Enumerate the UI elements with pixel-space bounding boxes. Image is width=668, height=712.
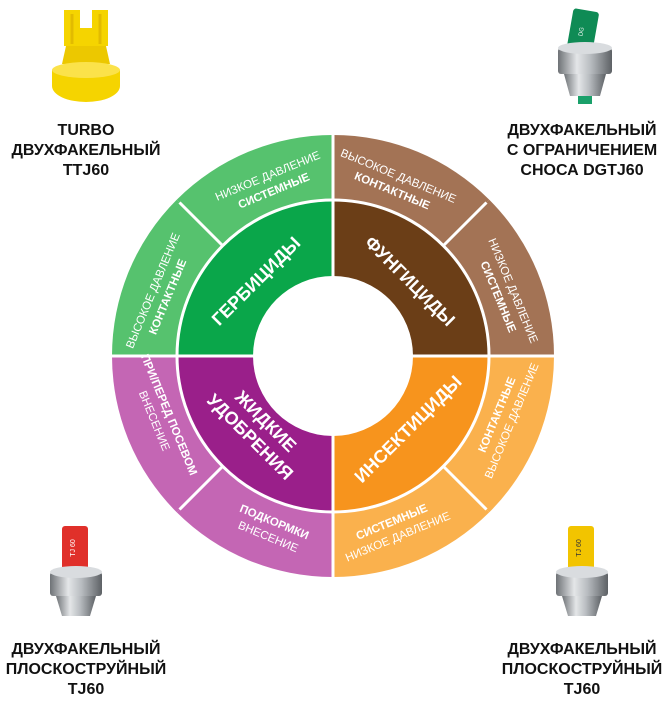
caption-line: С ОГРАНИЧЕНИЕМ [506, 142, 658, 159]
caption-line: ПЛОСКОСТРУЙНЫЙ [501, 661, 663, 678]
caption-line: TTJ60 [62, 162, 110, 179]
svg-text:TJ 60: TJ 60 [576, 539, 583, 557]
center-hole [253, 276, 413, 436]
caption-line: TURBO [57, 122, 115, 139]
yellow-tj-nozzle-icon: TJ 60 [556, 526, 608, 616]
caption-line: TJ60 [563, 681, 601, 698]
svg-text:TJ 60: TJ 60 [70, 539, 77, 557]
caption-bottom-left: ДВУХФАКЕЛЬНЫЙ ПЛОСКОСТРУЙНЫЙ TJ60 [0, 640, 186, 700]
caption-line: СНОСА DGTJ60 [520, 162, 644, 179]
caption-top-left: TURBO ДВУХФАКЕЛЬНЫЙ TTJ60 [0, 121, 186, 181]
caption-line: ПЛОСКОСТРУЙНЫЙ [5, 661, 167, 678]
caption-line: ДВУХФАКЕЛЬНЫЙ [11, 641, 161, 658]
caption-line: TJ60 [67, 681, 105, 698]
caption-line: ДВУХФАКЕЛЬНЫЙ [11, 142, 161, 159]
caption-line: ДВУХФАКЕЛЬНЫЙ [507, 641, 657, 658]
caption-top-right: ДВУХФАКЕЛЬНЫЙ С ОГРАНИЧЕНИЕМ СНОСА DGTJ6… [482, 121, 668, 181]
svg-text:DG: DG [578, 27, 586, 37]
caption-bottom-right: ДВУХФАКЕЛЬНЫЙ ПЛОСКОСТРУЙНЫЙ TJ60 [482, 640, 668, 700]
red-tj-nozzle-icon: TJ 60 [50, 526, 102, 616]
caption-line: ДВУХФАКЕЛЬНЫЙ [507, 122, 657, 139]
green-dgtj-nozzle-icon: DG [558, 8, 612, 104]
yellow-turbo-nozzle-icon [52, 10, 120, 102]
